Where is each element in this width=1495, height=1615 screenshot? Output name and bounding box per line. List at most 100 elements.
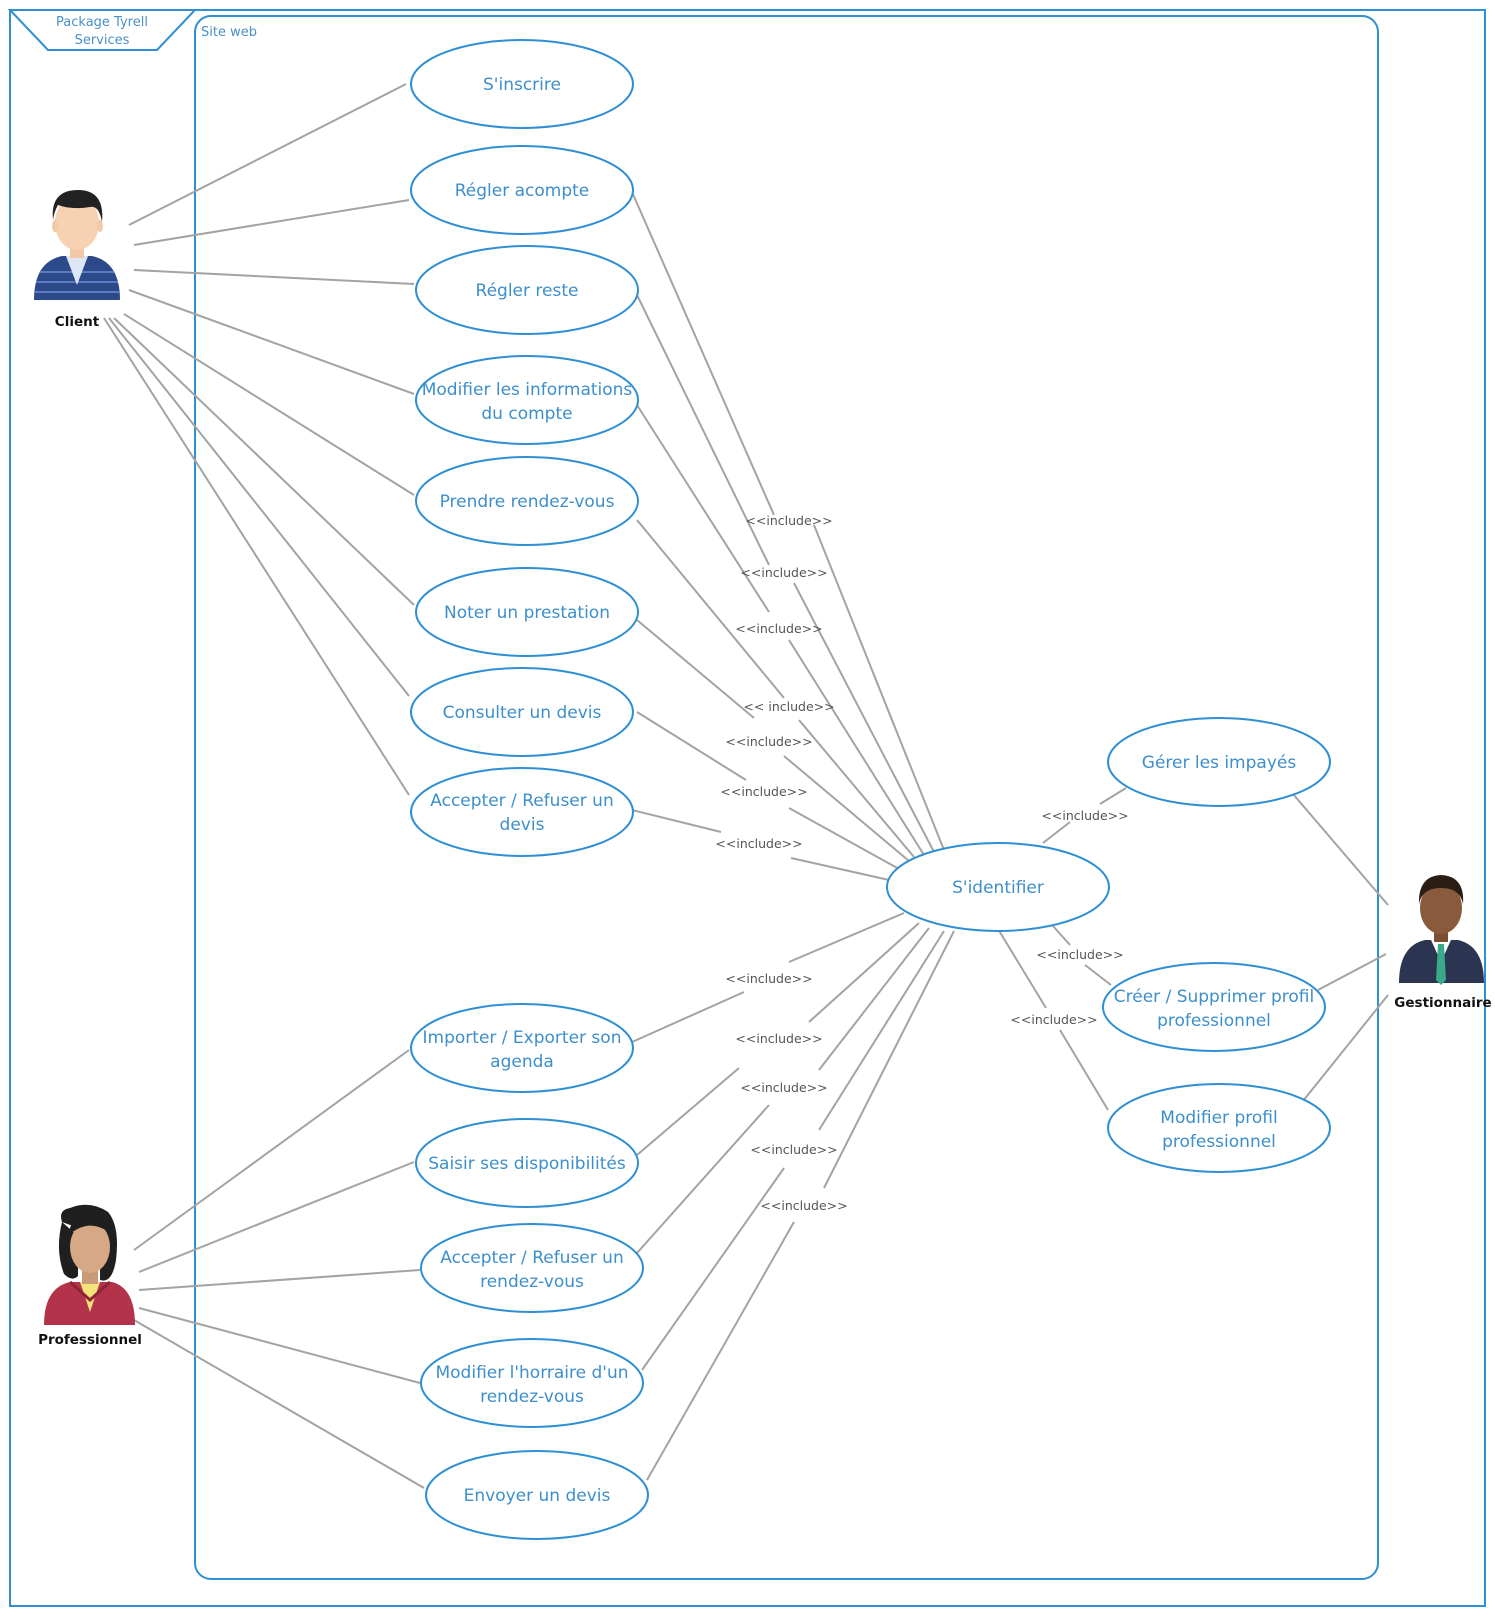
include-line-regler-reste-b: [793, 582, 935, 853]
assoc-pro-envoyer-devis: [133, 1319, 425, 1489]
usecase-label-2: rendez-vous: [480, 1272, 584, 1292]
package-label-1: Package Tyrell: [56, 15, 148, 30]
usecase-regler-reste[interactable]: Régler reste: [415, 245, 639, 335]
include-label-prendre-rdv: << include>>: [743, 699, 834, 714]
usecase-label: Saisir ses disponibilités: [428, 1154, 626, 1174]
client-avatar-icon: [34, 190, 120, 300]
usecase-saisir-dispo[interactable]: Saisir ses disponibilités: [415, 1118, 639, 1208]
include-label-modifier-infos: <<include>>: [735, 621, 822, 636]
include-label-consulter-devis: <<include>>: [720, 784, 807, 799]
include-line-creer-profil-b: [1084, 964, 1112, 986]
assoc-pro-modifier-horaire: [138, 1307, 421, 1384]
client-associations: [103, 83, 415, 796]
include-line-gerer-impayes-b: [1099, 787, 1127, 805]
include-line-envoyer-devis-b: [823, 930, 955, 1189]
usecase-label: Envoyer un devis: [464, 1486, 611, 1506]
include-line-saisir-a: [636, 1067, 740, 1156]
usecase-label: Consulter un devis: [443, 703, 602, 723]
package-tab: [7, 9, 198, 51]
assoc-client-sinscrire: [128, 83, 407, 226]
usecase-importer-agenda[interactable]: Importer / Exporter son agenda: [410, 1003, 634, 1093]
assoc-client-consulter-devis: [108, 317, 410, 697]
system-label: Site web: [201, 25, 257, 40]
usecase-consulter-devis[interactable]: Consulter un devis: [410, 667, 634, 757]
include-label-envoyer-devis: <<include>>: [760, 1198, 847, 1213]
actor-client[interactable]: Client: [34, 190, 120, 330]
include-line-regler-reste-a: [636, 294, 770, 566]
system-boundary: [194, 15, 1379, 1580]
client-label: Client: [55, 314, 100, 330]
usecase-modifier-profil[interactable]: Modifier profil professionnel: [1107, 1083, 1331, 1173]
professionnel-associations: [133, 1049, 425, 1489]
usecase-label: Noter un prestation: [444, 603, 610, 623]
assoc-gest-creer-profil: [1317, 953, 1387, 991]
usecase-accepter-devis[interactable]: Accepter / Refuser un devis: [410, 767, 634, 857]
include-line-modifier-profil-b: [1059, 1029, 1109, 1111]
include-line-modifier-infos-b: [788, 639, 925, 856]
usecase-label-1: Modifier les informations: [422, 380, 633, 400]
include-line-modifier-horaire-b: [818, 930, 945, 1131]
usecase-label-2: du compte: [481, 404, 572, 424]
include-line-prendre-rdv-b: [798, 719, 915, 858]
include-line-consulter-devis-b: [788, 807, 900, 870]
usecase-sinscrire[interactable]: S'inscrire: [410, 39, 634, 129]
usecase-prendre-rdv[interactable]: Prendre rendez-vous: [415, 456, 639, 546]
include-labels: <<include>> <<include>> <<include>> << i…: [715, 513, 1128, 1213]
usecase-gerer-impayes[interactable]: Gérer les impayés: [1107, 717, 1331, 807]
usecase-noter[interactable]: Noter un prestation: [415, 567, 639, 657]
include-line-importer-b: [788, 912, 905, 963]
assoc-client-regler-acompte: [133, 199, 410, 246]
include-label-noter: <<include>>: [725, 734, 812, 749]
include-label-modifier-profil: <<include>>: [1010, 1012, 1097, 1027]
usecase-label: S'inscrire: [483, 75, 561, 95]
assoc-client-regler-reste: [133, 269, 415, 285]
usecase-label-1: Modifier profil: [1160, 1108, 1277, 1128]
usecase-label-2: devis: [500, 815, 545, 835]
usecase-sidentifier[interactable]: S'identifier: [886, 842, 1110, 932]
assoc-client-accepter-devis: [103, 317, 410, 796]
include-label-regler-acompte: <<include>>: [745, 513, 832, 528]
include-label-accepter-rdv: <<include>>: [740, 1080, 827, 1095]
include-label-modifier-horaire: <<include>>: [750, 1142, 837, 1157]
include-label-regler-reste: <<include>>: [740, 565, 827, 580]
usecase-accepter-rdv[interactable]: Accepter / Refuser un rendez-vous: [420, 1223, 644, 1313]
include-line-accepter-devis-a: [631, 809, 722, 833]
assoc-pro-saisir: [138, 1161, 415, 1273]
assoc-pro-accepter-rdv: [138, 1269, 421, 1291]
include-line-noter-b: [783, 755, 910, 862]
include-label-creer-profil: <<include>>: [1036, 947, 1123, 962]
usecase-label-2: agenda: [490, 1052, 554, 1072]
usecase-modifier-horaire[interactable]: Modifier l'horraire d'un rendez-vous: [420, 1338, 644, 1428]
actor-professionnel[interactable]: Professionnel: [38, 1204, 142, 1348]
include-line-modifier-profil-a: [997, 928, 1047, 1009]
include-line-modifier-horaire-a: [641, 1167, 785, 1371]
assoc-pro-importer: [133, 1049, 410, 1251]
usecase-label-2: professionnel: [1157, 1011, 1271, 1031]
gestionnaire-avatar-icon: [1399, 875, 1484, 985]
actor-gestionnaire[interactable]: Gestionnaire: [1394, 875, 1492, 1011]
include-line-envoyer-devis-a: [646, 1221, 795, 1481]
professionnel-label: Professionnel: [38, 1332, 142, 1348]
include-line-gerer-impayes-a: [1042, 821, 1071, 844]
usecase-creer-profil[interactable]: Créer / Supprimer profil professionnel: [1102, 962, 1326, 1052]
usecase-regler-acompte[interactable]: Régler acompte: [410, 145, 634, 235]
include-label-accepter-devis: <<include>>: [715, 836, 802, 851]
include-line-accepter-rdv-b: [818, 927, 930, 1071]
usecase-envoyer-devis[interactable]: Envoyer un devis: [425, 1450, 649, 1540]
usecase-modifier-infos[interactable]: Modifier les informations du compte: [415, 355, 639, 445]
include-label-saisir: <<include>>: [735, 1031, 822, 1046]
gestionnaire-label: Gestionnaire: [1394, 995, 1491, 1011]
usecase-label: S'identifier: [952, 878, 1044, 898]
include-line-importer-a: [631, 991, 745, 1043]
usecase-label: Régler reste: [476, 281, 579, 301]
include-line-regler-acompte-b: [813, 524, 945, 851]
assoc-client-noter: [113, 317, 415, 606]
usecase-label-1: Accepter / Refuser un: [440, 1248, 623, 1268]
package-frame: [9, 9, 1486, 1607]
usecase-label-1: Modifier l'horraire d'un: [435, 1363, 628, 1383]
usecase-label-1: Importer / Exporter son: [423, 1028, 622, 1048]
usecase-label-2: professionnel: [1162, 1132, 1276, 1152]
package-label-2: Services: [75, 33, 130, 48]
usecase-label: Régler acompte: [455, 181, 590, 201]
